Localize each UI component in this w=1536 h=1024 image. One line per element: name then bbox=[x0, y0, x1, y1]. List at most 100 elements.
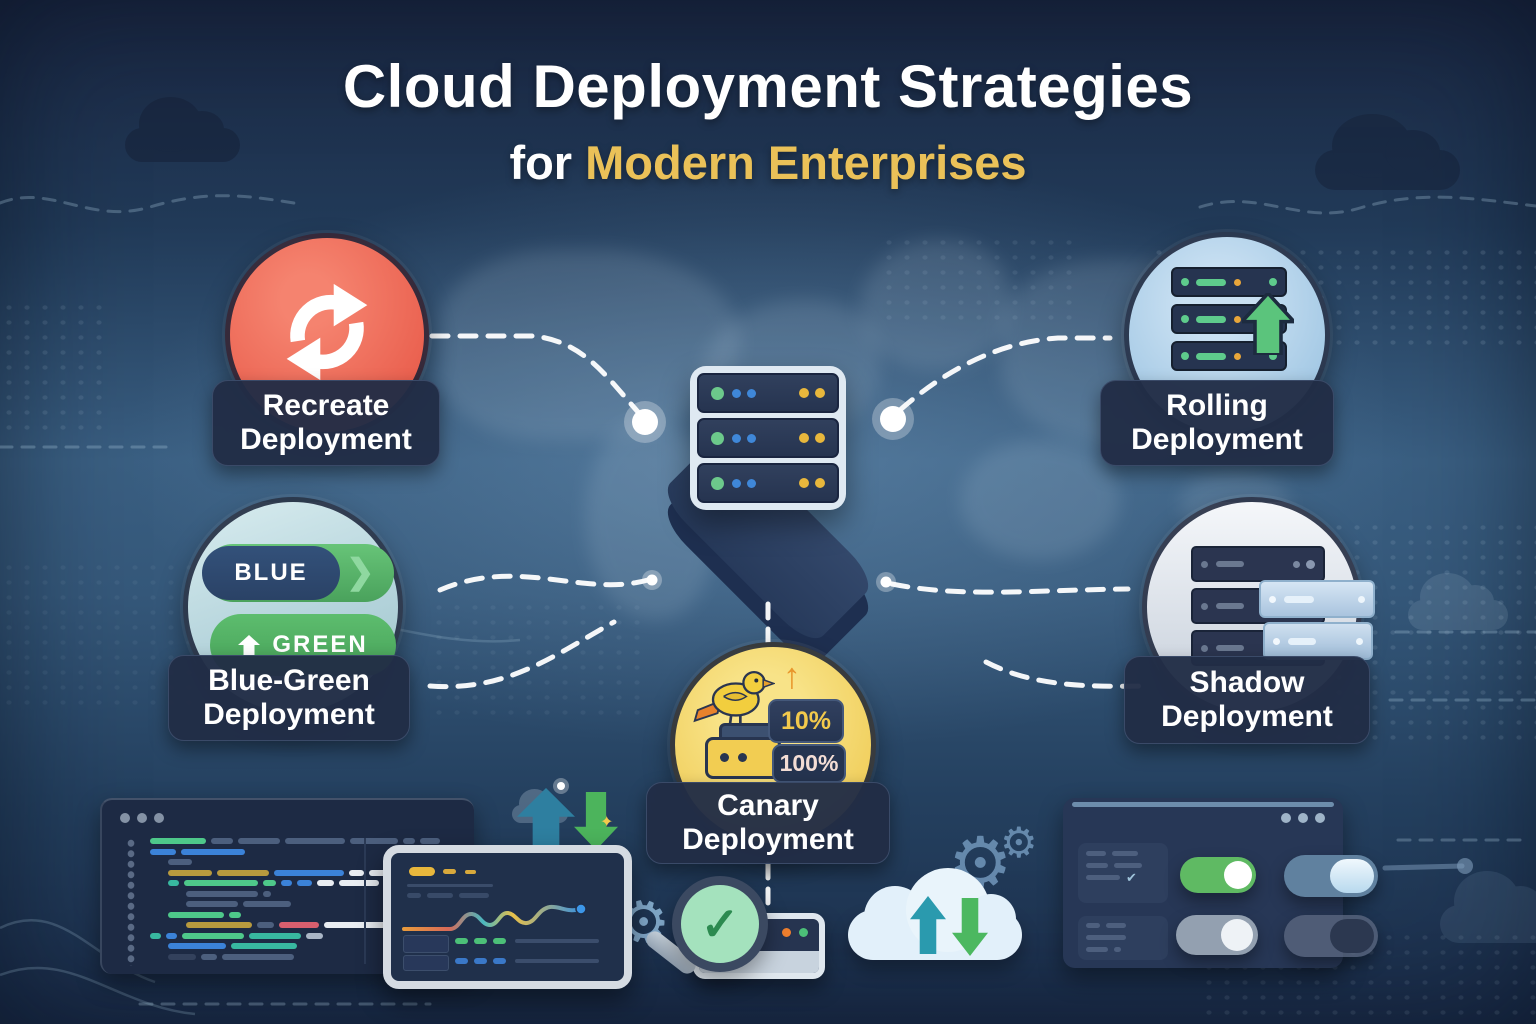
title-line2: for Modern Enterprises bbox=[0, 135, 1536, 190]
dash-pill bbox=[443, 869, 456, 874]
dash-blue-pill bbox=[455, 958, 468, 964]
code-line bbox=[150, 953, 450, 965]
server-bar-dark bbox=[1191, 588, 1325, 624]
editor-divider bbox=[364, 838, 366, 964]
code-token bbox=[166, 932, 177, 939]
canary-circle: ↑ 10% 100% bbox=[670, 642, 876, 848]
code-token bbox=[186, 901, 238, 907]
blue-pill-text: BLUE bbox=[234, 559, 308, 586]
world-map-blob bbox=[860, 240, 1010, 370]
code-token bbox=[181, 848, 245, 855]
code-line bbox=[150, 848, 450, 860]
code-token bbox=[231, 943, 297, 949]
traffic-dot bbox=[137, 813, 147, 823]
code-token bbox=[186, 922, 252, 928]
dash-chip bbox=[407, 893, 421, 898]
toggle-knob bbox=[1221, 919, 1253, 951]
label-text: Shadow bbox=[1189, 666, 1305, 700]
code-token bbox=[168, 953, 196, 960]
code-line bbox=[150, 859, 450, 870]
traffic-small-text: 10% bbox=[780, 706, 832, 735]
code-token bbox=[285, 838, 345, 844]
magnifier-check-icon: ✓ bbox=[672, 876, 768, 972]
code-token bbox=[243, 901, 291, 907]
code-token bbox=[150, 848, 176, 855]
code-token bbox=[339, 880, 379, 886]
code-token bbox=[249, 932, 301, 939]
label-text: Recreate bbox=[262, 389, 390, 423]
settings-toggles-window: ✔ bbox=[1063, 798, 1378, 968]
server-bar bbox=[697, 418, 839, 458]
code-token bbox=[150, 838, 206, 844]
halftone-dots bbox=[0, 300, 110, 430]
toggle-gray bbox=[1176, 915, 1258, 955]
server-bar bbox=[697, 373, 839, 413]
dash-blue-pill bbox=[474, 958, 487, 964]
recreate-label: Recreate Deployment bbox=[212, 380, 440, 466]
check-icon: ✓ bbox=[700, 898, 740, 950]
dash-blue-pill bbox=[493, 958, 506, 964]
label-text: Rolling bbox=[1166, 389, 1268, 423]
server-bar bbox=[697, 463, 839, 503]
toggle-dark bbox=[1284, 915, 1378, 957]
led-blue bbox=[732, 388, 741, 398]
title-line1: Cloud Deployment Strategies bbox=[342, 53, 1194, 120]
code-token bbox=[349, 869, 364, 876]
label-text: Canary bbox=[717, 789, 819, 823]
code-line bbox=[150, 890, 450, 902]
code-token bbox=[168, 911, 224, 918]
dash-chip bbox=[459, 893, 489, 898]
code-token bbox=[279, 922, 319, 928]
window-traffic-lights bbox=[120, 813, 164, 823]
code-token bbox=[350, 838, 398, 844]
dash-bar bbox=[515, 959, 599, 963]
central-server-stack bbox=[690, 366, 846, 510]
code-token bbox=[184, 880, 258, 886]
rolling-label: Rolling Deployment bbox=[1100, 380, 1334, 466]
dash-chip bbox=[427, 893, 453, 898]
canary-label: Canary Deployment bbox=[646, 782, 890, 864]
page-title: Cloud Deployment Strategies for Modern E… bbox=[0, 52, 1536, 190]
code-token bbox=[217, 869, 269, 876]
world-map-blob bbox=[960, 440, 1120, 560]
sparkle-icon: ✦ bbox=[600, 814, 614, 831]
code-token bbox=[168, 880, 179, 886]
dash-divider bbox=[407, 884, 493, 887]
toggle-on-green bbox=[1180, 857, 1256, 893]
code-token bbox=[403, 838, 415, 844]
code-token bbox=[420, 838, 440, 844]
dash-table bbox=[403, 935, 449, 953]
cloud-silhouette bbox=[125, 97, 240, 162]
metrics-dashboard-tablet bbox=[383, 845, 632, 989]
blue-pill: BLUE bbox=[202, 546, 340, 600]
connector-center-shadow-1 bbox=[889, 581, 1131, 595]
chevron-icon: ❯ bbox=[346, 553, 375, 591]
green-pill-text: GREEN bbox=[272, 631, 368, 658]
canary-server-bar bbox=[705, 737, 781, 779]
code-token bbox=[168, 943, 226, 949]
window-top-accent bbox=[1072, 802, 1334, 807]
dash-pill bbox=[465, 870, 476, 874]
traffic-full-text: 100% bbox=[779, 750, 839, 776]
toggle-knob bbox=[1330, 859, 1374, 893]
code-token bbox=[263, 880, 276, 886]
led-green bbox=[711, 386, 724, 400]
code-line bbox=[150, 901, 450, 912]
traffic-dot bbox=[120, 813, 130, 823]
connector-center-rolling bbox=[897, 335, 1113, 413]
cloud-silhouette bbox=[1315, 114, 1460, 190]
metrics-line-chart bbox=[402, 903, 587, 931]
led-yellow bbox=[815, 388, 825, 398]
led-blue bbox=[747, 388, 756, 398]
code-token bbox=[150, 932, 161, 939]
server-bar-shadow bbox=[1263, 622, 1373, 660]
code-token bbox=[211, 838, 233, 844]
connector-bluegreen-center-1 bbox=[437, 573, 651, 593]
code-line bbox=[150, 943, 450, 954]
gear-icon: ⚙ bbox=[1000, 819, 1038, 866]
window-dot bbox=[1281, 813, 1291, 823]
settings-panel bbox=[1078, 916, 1168, 960]
halftone-dots bbox=[880, 235, 1080, 325]
code-token bbox=[274, 869, 344, 876]
